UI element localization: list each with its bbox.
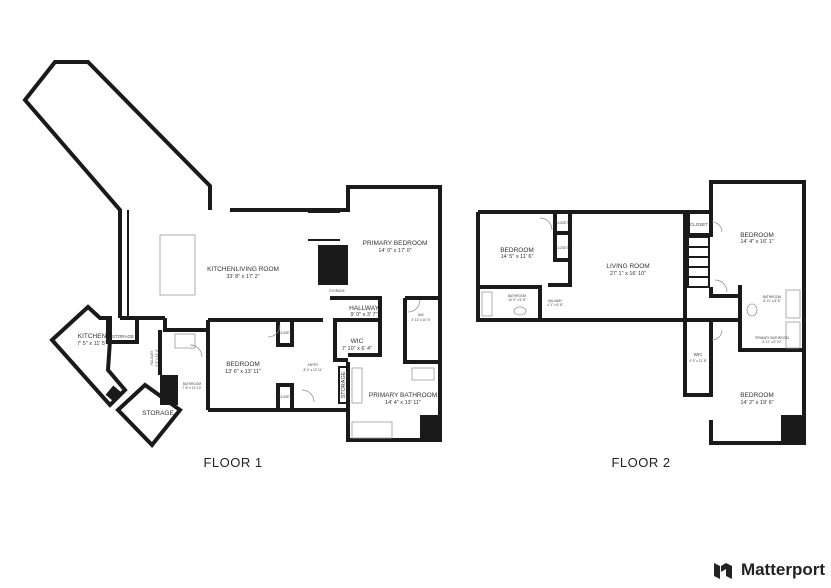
- room-dims: 7' 5" x 11' 5": [77, 341, 107, 347]
- room-dims: 4' 3" x 11' 8": [689, 359, 706, 363]
- kitchen-island: [159, 234, 196, 296]
- room-label: HALLWAY: [150, 350, 154, 366]
- brand-name: Matterport: [740, 560, 825, 579]
- room-label: STORAGE: [142, 410, 174, 417]
- room-dims: 4' 11" x 10' 5": [411, 318, 430, 322]
- room-label: BEDROOM: [226, 361, 260, 368]
- room-label: STORAGE: [112, 334, 134, 339]
- room-label: CLOSET: [556, 246, 569, 250]
- room-dims: 8' 11" x 5' 10": [762, 340, 781, 344]
- room-label: BEDROOM: [740, 392, 774, 399]
- room-dims: 33' 8" x 17' 2": [226, 274, 259, 280]
- room-dims: 8' 11" x 5' 8": [763, 299, 780, 303]
- room-dims: 14' 0" x 17' 0": [378, 248, 411, 254]
- room-dims: 14' 5" x 11' 6": [501, 254, 534, 260]
- floor-1-label: FLOOR 1: [203, 455, 262, 470]
- room-label: BATHROOM: [183, 382, 202, 386]
- room-label: HALLWAY: [349, 305, 380, 312]
- room-dims: 27' 1" x 16' 10": [610, 271, 646, 277]
- room-label: CLOSET: [556, 221, 569, 225]
- room-label: CLOSET: [690, 222, 708, 227]
- room-label: CLOSET: [279, 395, 292, 399]
- room-label: WIC: [694, 352, 703, 357]
- room-label: STORAGE: [329, 289, 345, 293]
- room-label: BATHROOM: [508, 294, 527, 298]
- room-label: KITCHEN: [78, 333, 107, 340]
- room-label: CLOSET: [279, 331, 292, 335]
- room-dims: 7' 8" x 13' 10": [182, 386, 201, 390]
- floor-1-plan: [22, 60, 442, 449]
- matterport-logo: Matterport: [712, 560, 825, 580]
- room-label: WIC: [418, 313, 425, 317]
- room-label: LIVING ROOM: [606, 263, 649, 270]
- fireplace: [160, 375, 178, 405]
- room-label: HALLWAY: [548, 299, 564, 303]
- room-dims: 5' 8" x 13' 4": [155, 349, 159, 366]
- room-label: BEDROOM: [500, 247, 534, 254]
- room-dims: 4' 1" x 5' 8": [547, 303, 563, 307]
- room-label: BEDROOM: [740, 232, 774, 239]
- room-dims: 10' 0" x 5' 8": [508, 298, 525, 302]
- fireplace: [318, 245, 348, 285]
- room-dims: 7' 10" x 6' 4": [342, 346, 372, 352]
- room-dims: 14' 2" x 19' 6": [740, 400, 773, 406]
- room-label: WIC: [351, 338, 364, 345]
- room-label: PRIMARY BATHROOM: [755, 336, 789, 340]
- room-dims: 14' 4" x 16' 1": [740, 239, 773, 245]
- room-label: KITCHENLIVING ROOM: [207, 266, 279, 273]
- room-dims: 13' 6" x 13' 11": [225, 369, 261, 375]
- room-label: PRIMARY BATHROOM: [369, 392, 437, 399]
- room-dims: 9' 0" x 3' 7": [350, 312, 377, 318]
- floor-2-label: FLOOR 2: [611, 455, 670, 470]
- room-dims: 8' 4" x 13' 11": [303, 368, 322, 372]
- matterport-logo-icon: [713, 563, 732, 579]
- room-dims: 14' 4" x 13' 11": [385, 400, 421, 406]
- room-label: ENTRY: [308, 363, 320, 367]
- room-label: PRIMARY BEDROOM: [363, 240, 428, 247]
- floor-2-plan: [476, 180, 806, 445]
- room-label: BATHROOM: [763, 295, 782, 299]
- room-label: STORAGE: [341, 371, 347, 398]
